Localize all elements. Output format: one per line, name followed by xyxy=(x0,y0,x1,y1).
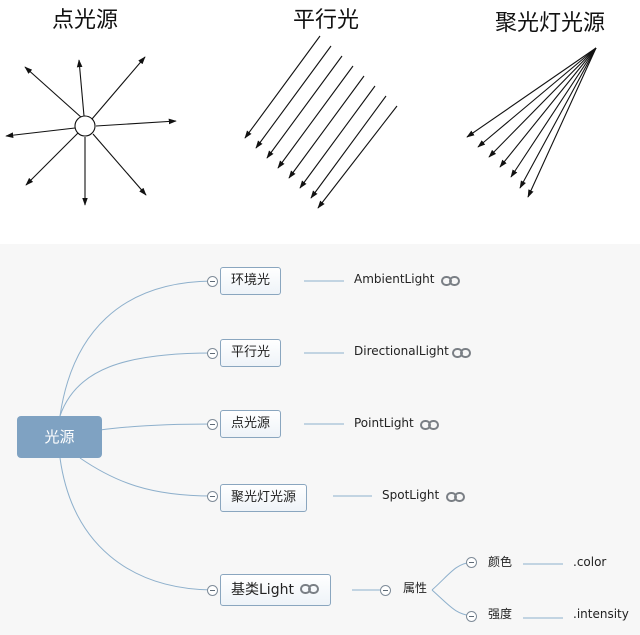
spot-ray-arrow xyxy=(499,47,597,168)
leaf-attr-color[interactable]: 颜色 xyxy=(488,555,513,569)
leaf-prop-color[interactable]: .color xyxy=(573,555,607,569)
node-ambient-light[interactable]: 环境光 xyxy=(220,267,282,295)
spot-ray-arrow xyxy=(527,47,597,198)
parallel-ray-arrow xyxy=(255,45,332,149)
spot-ray-arrow xyxy=(519,47,597,189)
leaf-attribute-group[interactable]: 属性 xyxy=(403,581,428,595)
leaf-spot-api[interactable]: SpotLight xyxy=(382,488,440,502)
base-light-label: 基类Light xyxy=(231,582,294,598)
node-directional-light[interactable]: 平行光 xyxy=(220,339,282,367)
leaf-directional-api[interactable]: DirectionalLight xyxy=(354,344,449,358)
parallel-light-title: 平行光 xyxy=(293,8,360,33)
mindmap-canvas: 光源 环境光 平行光 点光源 聚光灯光源 基类Light AmbientLigh… xyxy=(0,244,640,635)
link-icon[interactable] xyxy=(441,276,461,286)
light-diagrams xyxy=(5,35,597,209)
leaf-attr-intensity[interactable]: 强度 xyxy=(488,607,513,621)
point-ray-arrow xyxy=(76,59,85,117)
connector-root-base xyxy=(59,457,213,591)
spot-light-diagram xyxy=(466,47,597,198)
leaf-prop-intensity[interactable]: .intensity xyxy=(573,607,629,621)
spot-ray-arrow xyxy=(466,47,597,138)
light-illustrations: 点光源 平行光 聚光灯光源 xyxy=(0,0,640,244)
spot-ray-arrow xyxy=(488,47,597,158)
connector-attr-intensity xyxy=(431,589,473,617)
point-ray-arrow xyxy=(24,66,83,119)
link-icon[interactable] xyxy=(420,420,440,430)
collapse-icon[interactable] xyxy=(380,585,391,596)
collapse-icon[interactable] xyxy=(207,585,218,596)
point-ray-arrow xyxy=(95,118,177,127)
connector-root-point xyxy=(99,423,213,431)
collapse-icon[interactable] xyxy=(207,419,218,430)
parallel-ray-arrow xyxy=(288,75,365,179)
leaf-point-api[interactable]: PointLight xyxy=(354,416,414,430)
spot-light-title: 聚光灯光源 xyxy=(495,11,606,36)
parallel-light-diagram xyxy=(244,35,398,209)
parallel-ray-arrow xyxy=(299,85,376,189)
collapse-icon[interactable] xyxy=(466,611,477,622)
point-ray-arrow xyxy=(91,56,146,120)
connector-root-ambient xyxy=(59,280,213,417)
node-base-light[interactable]: 基类Light xyxy=(220,574,331,606)
point-light-source xyxy=(74,115,96,137)
parallel-ray-arrow xyxy=(244,35,321,139)
point-ray-arrow xyxy=(25,132,79,186)
node-spot-light[interactable]: 聚光灯光源 xyxy=(220,484,308,512)
parallel-ray-arrow xyxy=(317,105,398,209)
connector-root-directional xyxy=(59,352,213,417)
point-light-diagram xyxy=(5,56,177,206)
spot-ray-arrow xyxy=(477,47,597,148)
spot-ray-arrow xyxy=(510,47,597,178)
collapse-icon[interactable] xyxy=(466,557,477,568)
root-node-light-source[interactable]: 光源 xyxy=(17,416,102,458)
point-light-title: 点光源 xyxy=(52,8,119,33)
connector-attr-color xyxy=(431,561,473,591)
parallel-ray-arrow xyxy=(277,65,354,169)
link-icon[interactable] xyxy=(452,348,472,358)
collapse-icon[interactable] xyxy=(207,491,218,502)
parallel-ray-arrow xyxy=(310,95,387,199)
node-point-light[interactable]: 点光源 xyxy=(220,410,282,438)
parallel-ray-arrow xyxy=(266,55,343,159)
connector-root-spot xyxy=(79,457,213,497)
collapse-icon[interactable] xyxy=(207,276,218,287)
leaf-ambient-api[interactable]: AmbientLight xyxy=(354,272,435,286)
collapse-icon[interactable] xyxy=(207,348,218,359)
link-icon[interactable] xyxy=(299,584,320,594)
point-ray-arrow xyxy=(5,127,76,138)
point-ray-arrow xyxy=(92,133,147,196)
link-icon[interactable] xyxy=(446,492,466,502)
